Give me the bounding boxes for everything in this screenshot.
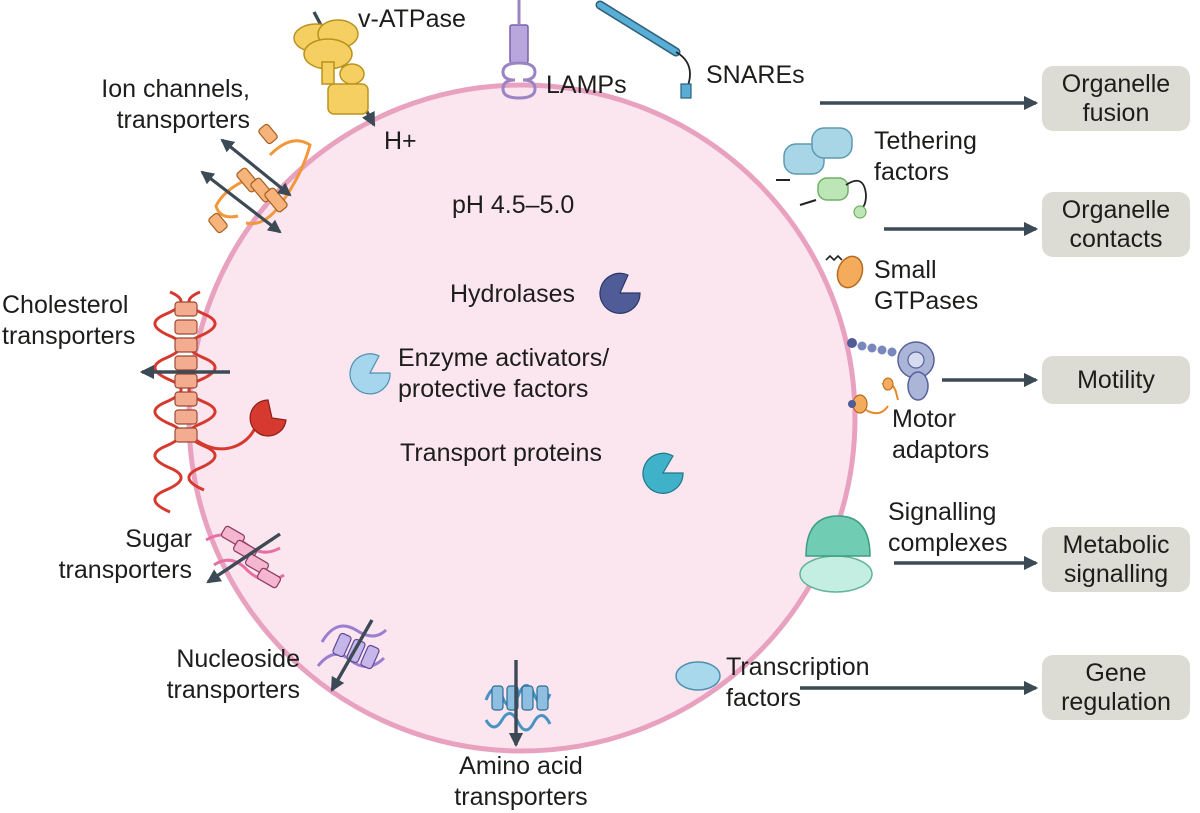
lamp-icon: [501, 0, 537, 100]
v-atpase-icon: [293, 11, 376, 127]
proton-label: H+: [384, 127, 417, 155]
enzyme-activator-icon: [349, 353, 391, 395]
signalling-complex-icon: [799, 515, 873, 593]
sugar-transporter-icon: [205, 525, 285, 589]
sugar-label: Sugar transporters: [58, 525, 192, 584]
ion-channel-label: Ion channels, transporters: [101, 75, 250, 134]
signalling-label: Signalling complexes: [888, 498, 1008, 557]
cholesterol-transporter-icon: [139, 290, 287, 514]
transport-protein-label: Transport proteins: [400, 439, 602, 467]
nucleoside-transporter-icon: [316, 619, 388, 692]
amino-acid-label: Amino acid transporters: [454, 752, 588, 811]
outcome-motility: Motility: [1042, 356, 1190, 404]
hydrolase-icon: [599, 272, 641, 314]
ph-label: pH 4.5–5.0: [452, 191, 575, 219]
outcome-gene-regulation: Gene regulation: [1042, 655, 1190, 720]
nucleoside-label: Nucleoside transporters: [166, 645, 300, 704]
transport-protein-icon: [642, 452, 684, 494]
tethering-factor-icon: [776, 127, 867, 219]
outcome-arrows: [800, 95, 1039, 696]
outcome-organelle-contacts: Organelle contacts: [1042, 192, 1190, 257]
hydrolase-label: Hydrolases: [450, 280, 576, 308]
ion-channel-icon: [200, 123, 312, 234]
snare-icon: [595, 0, 692, 99]
small-gtpase-label: Small GTPases: [874, 256, 979, 315]
motor-adaptor-icon: [847, 338, 935, 415]
small-gtpase-icon: [825, 254, 864, 289]
outcome-organelle-fusion: Organelle fusion: [1042, 66, 1190, 131]
transcription-factor-icon: [675, 661, 721, 691]
motor-adaptor-label: Motor adaptors: [892, 405, 990, 464]
enzyme-activator-label: Enzyme activators/ protective factors: [398, 344, 610, 403]
amino-acid-transporter-icon: [484, 660, 552, 748]
v-atpase-label: v-ATPase: [358, 5, 466, 33]
tethering-label: Tethering factors: [874, 127, 977, 186]
outcome-metabolic-signalling: Metabolic signalling: [1042, 527, 1190, 592]
cholesterol-label: Cholesterol transporters: [2, 291, 136, 350]
transcription-label: Transcription factors: [726, 653, 870, 712]
lamp-label: LAMPs: [546, 71, 627, 99]
snare-label: SNAREs: [706, 61, 805, 89]
